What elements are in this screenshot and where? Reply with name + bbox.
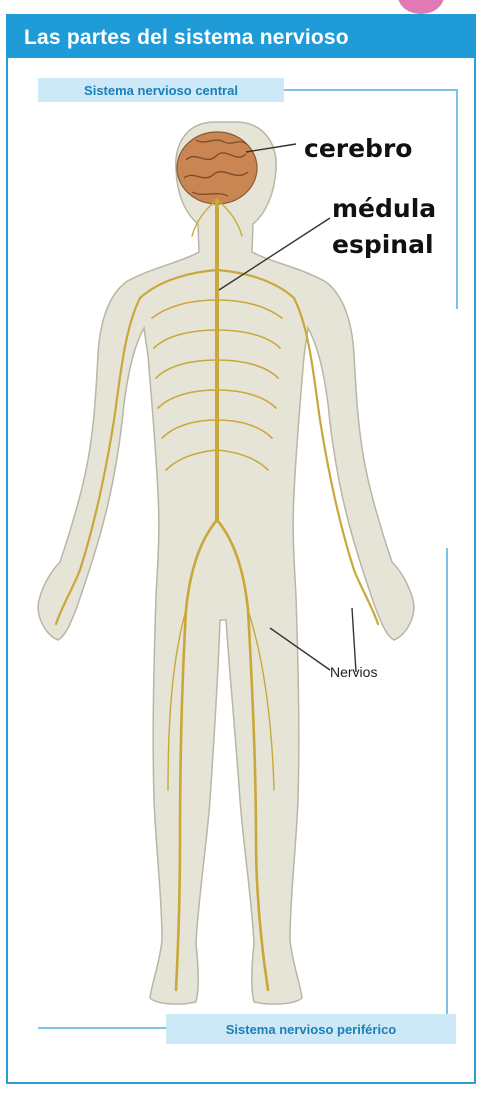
brain-shape xyxy=(177,132,257,204)
nerves-pointer-line-2 xyxy=(352,608,356,672)
spinal-cord-label-line1: médula xyxy=(332,192,436,226)
spinal-cord-label-line2: espinal xyxy=(332,228,434,262)
nerves-label: Nervios xyxy=(330,664,377,680)
brain-label: cerebro xyxy=(304,132,412,166)
